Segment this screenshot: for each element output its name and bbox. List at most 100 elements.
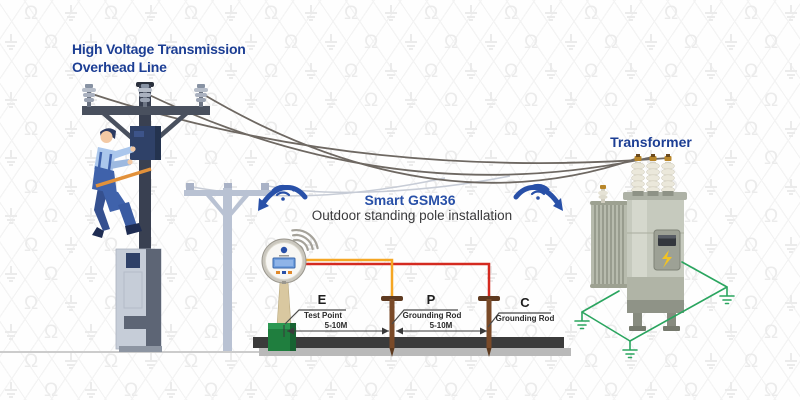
ground-watermark-symbol (784, 121, 798, 138)
ground-watermark-symbol (564, 92, 578, 109)
ground-watermark-symbol (84, 324, 98, 341)
ground-watermark-symbol (164, 208, 178, 225)
omega-watermark-symbol: Ω (24, 177, 39, 198)
omega-watermark-symbol: Ω (744, 3, 759, 24)
power-lines (88, 92, 669, 184)
ground-watermark-symbol (644, 382, 658, 399)
point-letter-c: C (520, 295, 530, 310)
omega-watermark-symbol: Ω (524, 206, 539, 227)
omega-watermark-symbol: Ω (444, 32, 459, 53)
omega-watermark-symbol: Ω (184, 61, 199, 82)
omega-watermark-symbol: Ω (284, 32, 299, 53)
omega-watermark-symbol: Ω (104, 351, 119, 372)
omega-watermark-symbol: Ω (764, 90, 779, 111)
grounding-rod-c (478, 296, 500, 357)
ground-watermark-symbol (704, 63, 718, 80)
ground-watermark-symbol (84, 266, 98, 283)
earth-ground-icon (622, 340, 638, 359)
omega-watermark-symbol: Ω (424, 3, 439, 24)
omega-watermark-symbol: Ω (424, 235, 439, 256)
ground-watermark-symbol (304, 5, 318, 22)
point-label-c: Grounding Rod (495, 314, 555, 323)
omega-watermark-symbol: Ω (744, 177, 759, 198)
omega-watermark-symbol: Ω (424, 293, 439, 314)
omega-watermark-symbol: Ω (744, 293, 759, 314)
curved-arrow-right-icon (513, 185, 563, 211)
omega-watermark-symbol: Ω (684, 90, 699, 111)
ground-watermark-symbol (224, 63, 238, 80)
insulator (138, 84, 152, 107)
ground-watermark-symbol (4, 382, 18, 399)
omega-watermark-symbol: Ω (44, 380, 59, 400)
omega-watermark-symbol: Ω (104, 235, 119, 256)
omega-watermark-symbol: Ω (344, 351, 359, 372)
omega-watermark-symbol: Ω (44, 264, 59, 285)
ground-watermark-symbol (704, 237, 718, 254)
ground-watermark-symbol (464, 121, 478, 138)
ground-watermark-symbol (244, 34, 258, 51)
omega-watermark-symbol: Ω (44, 90, 59, 111)
ground-watermark-symbol (624, 121, 638, 138)
point-label-e: Test Point (303, 311, 343, 320)
ground-watermark-symbol (544, 295, 558, 312)
wire-orange-to-rod-p (303, 258, 394, 297)
ground-watermark-symbol (4, 266, 18, 283)
omega-watermark-symbol: Ω (684, 380, 699, 400)
omega-watermark-symbol: Ω (604, 32, 619, 53)
ground-watermark-symbol (64, 237, 78, 254)
omega-watermark-symbol: Ω (284, 148, 299, 169)
omega-watermark-symbol: Ω (284, 380, 299, 400)
omega-watermark-symbol: Ω (504, 119, 519, 140)
distance-label-p-c: 5-10M (429, 321, 453, 330)
omega-watermark-symbol: Ω (604, 380, 619, 400)
omega-watermark-symbol: Ω (184, 235, 199, 256)
omega-watermark-symbol: Ω (364, 264, 379, 285)
ground-watermark-symbol (784, 5, 798, 22)
omega-watermark-symbol: Ω (664, 351, 679, 372)
ground-watermark-symbol (544, 121, 558, 138)
overhead-line-title: High Voltage Transmission Overhead Line (72, 40, 246, 76)
ground-watermark-symbol (324, 92, 338, 109)
ground-watermark-symbol (484, 34, 498, 51)
ground-watermark-symbol (324, 382, 338, 399)
ground-watermark-symbol (384, 353, 398, 370)
safety-belt (95, 167, 152, 188)
omega-watermark-symbol: Ω (184, 3, 199, 24)
omega-watermark-symbol: Ω (444, 206, 459, 227)
transformer-label: Transformer (610, 134, 692, 150)
pole-base-cabinet (115, 248, 162, 352)
ground-watermark-symbol (4, 208, 18, 225)
ground-watermark-symbol (384, 5, 398, 22)
omega-watermark-symbol: Ω (764, 206, 779, 227)
omega-watermark-symbol: Ω (664, 61, 679, 82)
omega-watermark-symbol: Ω (24, 235, 39, 256)
ground-watermark-symbol (564, 382, 578, 399)
omega-watermark-symbol: Ω (764, 322, 779, 343)
omega-watermark-symbol: Ω (104, 3, 119, 24)
omega-watermark-symbol: Ω (684, 32, 699, 53)
ground-watermark-symbol (724, 382, 738, 399)
omega-watermark-symbol: Ω (204, 322, 219, 343)
omega-watermark-symbol: Ω (44, 148, 59, 169)
ground-watermark-symbol (324, 266, 338, 283)
installation-caption: Outdoor standing pole installation (311, 208, 513, 223)
ground-watermark-symbol (244, 324, 258, 341)
ground-watermark-symbol (64, 353, 78, 370)
ground-watermark-symbol (64, 179, 78, 196)
omega-watermark-symbol: Ω (344, 293, 359, 314)
ground-watermark-symbol (84, 150, 98, 167)
measure-arrow-p-c (396, 327, 487, 335)
ground-watermark-symbol (144, 5, 158, 22)
omega-watermark-symbol: Ω (44, 322, 59, 343)
omega-watermark-symbol: Ω (184, 351, 199, 372)
ground-watermark-symbol (244, 382, 258, 399)
omega-watermark-symbol: Ω (764, 148, 779, 169)
distance-label-e-p: 5-10M (324, 321, 348, 330)
ground-watermark-symbol (484, 92, 498, 109)
point-letter-e: E (317, 292, 327, 307)
omega-watermark-symbol: Ω (364, 32, 379, 53)
ground-watermark-symbol (244, 266, 258, 283)
omega-watermark-symbol: Ω (744, 235, 759, 256)
